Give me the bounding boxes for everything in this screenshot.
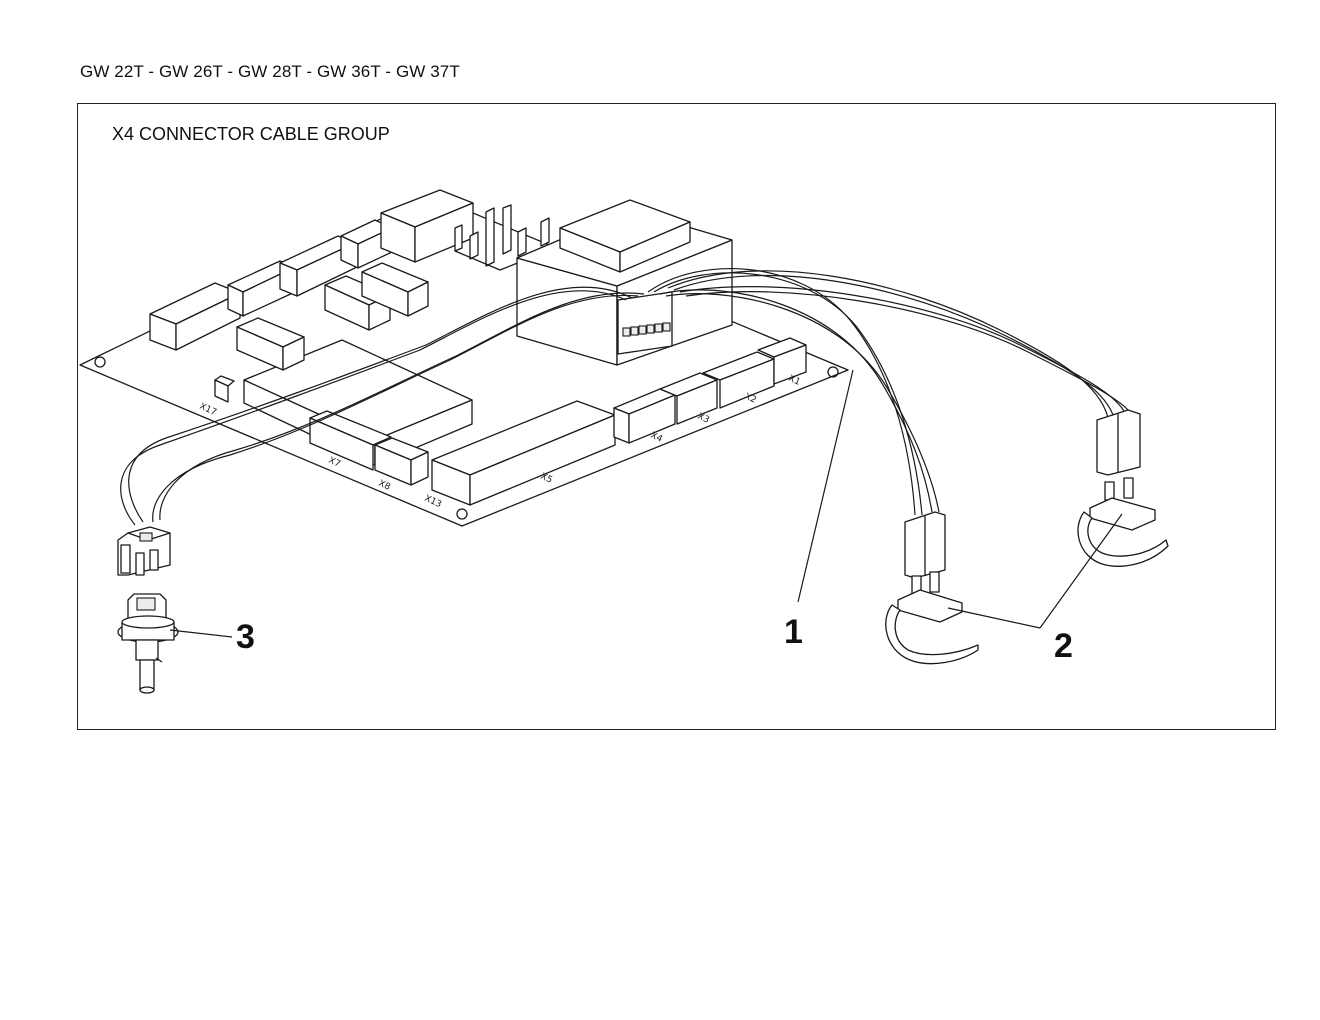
temperature-sensor — [117, 593, 179, 694]
sensor-plug — [117, 526, 171, 576]
clip-sensor-back — [1077, 409, 1169, 567]
label-x1: X1 — [787, 374, 802, 388]
callout-2: 2 — [1054, 627, 1073, 665]
pin-tabs — [454, 204, 550, 271]
cable-to-sensor — [120, 286, 645, 526]
callout-1: 1 — [784, 613, 803, 651]
cable-to-clip-back — [667, 270, 1133, 419]
x4-connector-block — [617, 291, 673, 355]
relay-blocks — [214, 262, 429, 403]
label-x4: X4 — [649, 431, 664, 445]
page-header-models: GW 22T - GW 26T - GW 28T - GW 36T - GW 3… — [80, 62, 460, 81]
front-connectors — [309, 337, 807, 506]
label-x5: X5 — [539, 472, 554, 486]
label-x8: X8 — [377, 479, 392, 493]
callout-3: 3 — [236, 618, 255, 656]
cable-to-clip-front — [647, 268, 940, 516]
diagram-frame — [77, 103, 1276, 730]
diagram-title: X4 CONNECTOR CABLE GROUP — [112, 124, 390, 144]
clip-sensor-front — [885, 511, 979, 665]
leader-lines — [169, 369, 1123, 638]
label-x3: X3 — [696, 412, 711, 426]
label-x2: X2 — [743, 392, 758, 406]
label-x7: X7 — [327, 456, 342, 470]
